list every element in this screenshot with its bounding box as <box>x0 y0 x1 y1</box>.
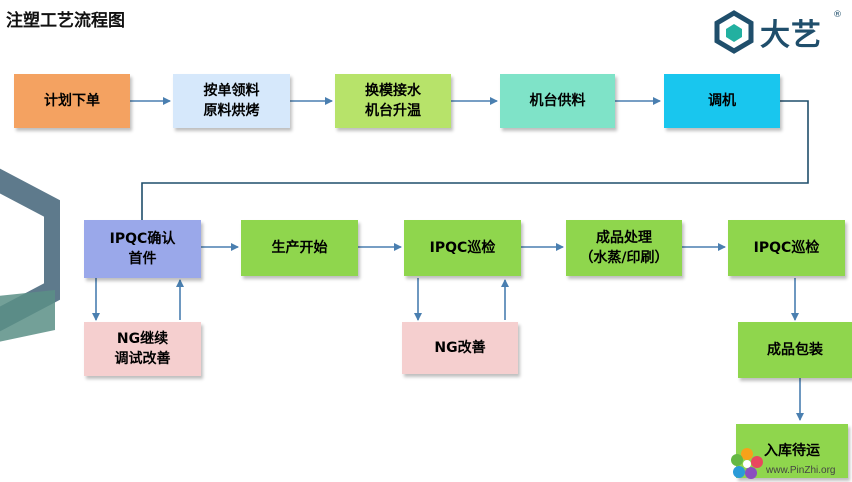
connector-n5-n6 <box>141 100 809 220</box>
node-product-packing: 成品包装 <box>738 322 852 378</box>
node-plan-order: 计划下单 <box>14 74 130 128</box>
logo-text: 大艺 <box>760 18 822 53</box>
node-adjust-machine: 调机 <box>664 74 780 128</box>
node-material-drying: 按单领料 原料烘烤 <box>173 74 290 128</box>
brand-logo: 大艺 ® <box>712 8 844 56</box>
node-machine-feed: 机台供料 <box>500 74 615 128</box>
node-warehouse-shipping: 入库待运 <box>736 424 848 478</box>
page-title: 注塑工艺流程图 <box>6 11 125 31</box>
watermark-text: www.PinZhi.org <box>766 465 836 476</box>
watermark: www.PinZhi.org <box>730 444 852 482</box>
node-ipqc-patrol-2: IPQC巡检 <box>728 220 845 276</box>
logo-registered-mark: ® <box>833 10 842 20</box>
flower-logo-icon <box>731 448 763 479</box>
logo-mark-icon <box>714 10 754 54</box>
node-ipqc-patrol-1: IPQC巡检 <box>404 220 521 276</box>
node-ng-improve: NG改善 <box>402 322 518 374</box>
node-ipqc-first-article: IPQC确认 首件 <box>84 220 201 278</box>
node-ng-continue-adjust: NG继续 调试改善 <box>84 322 201 376</box>
decorative-hexagon <box>0 168 60 342</box>
node-product-processing: 成品处理 （水蒸/印刷） <box>566 220 682 276</box>
node-mold-heating: 换模接水 机台升温 <box>335 74 451 128</box>
node-production-start: 生产开始 <box>241 220 358 276</box>
